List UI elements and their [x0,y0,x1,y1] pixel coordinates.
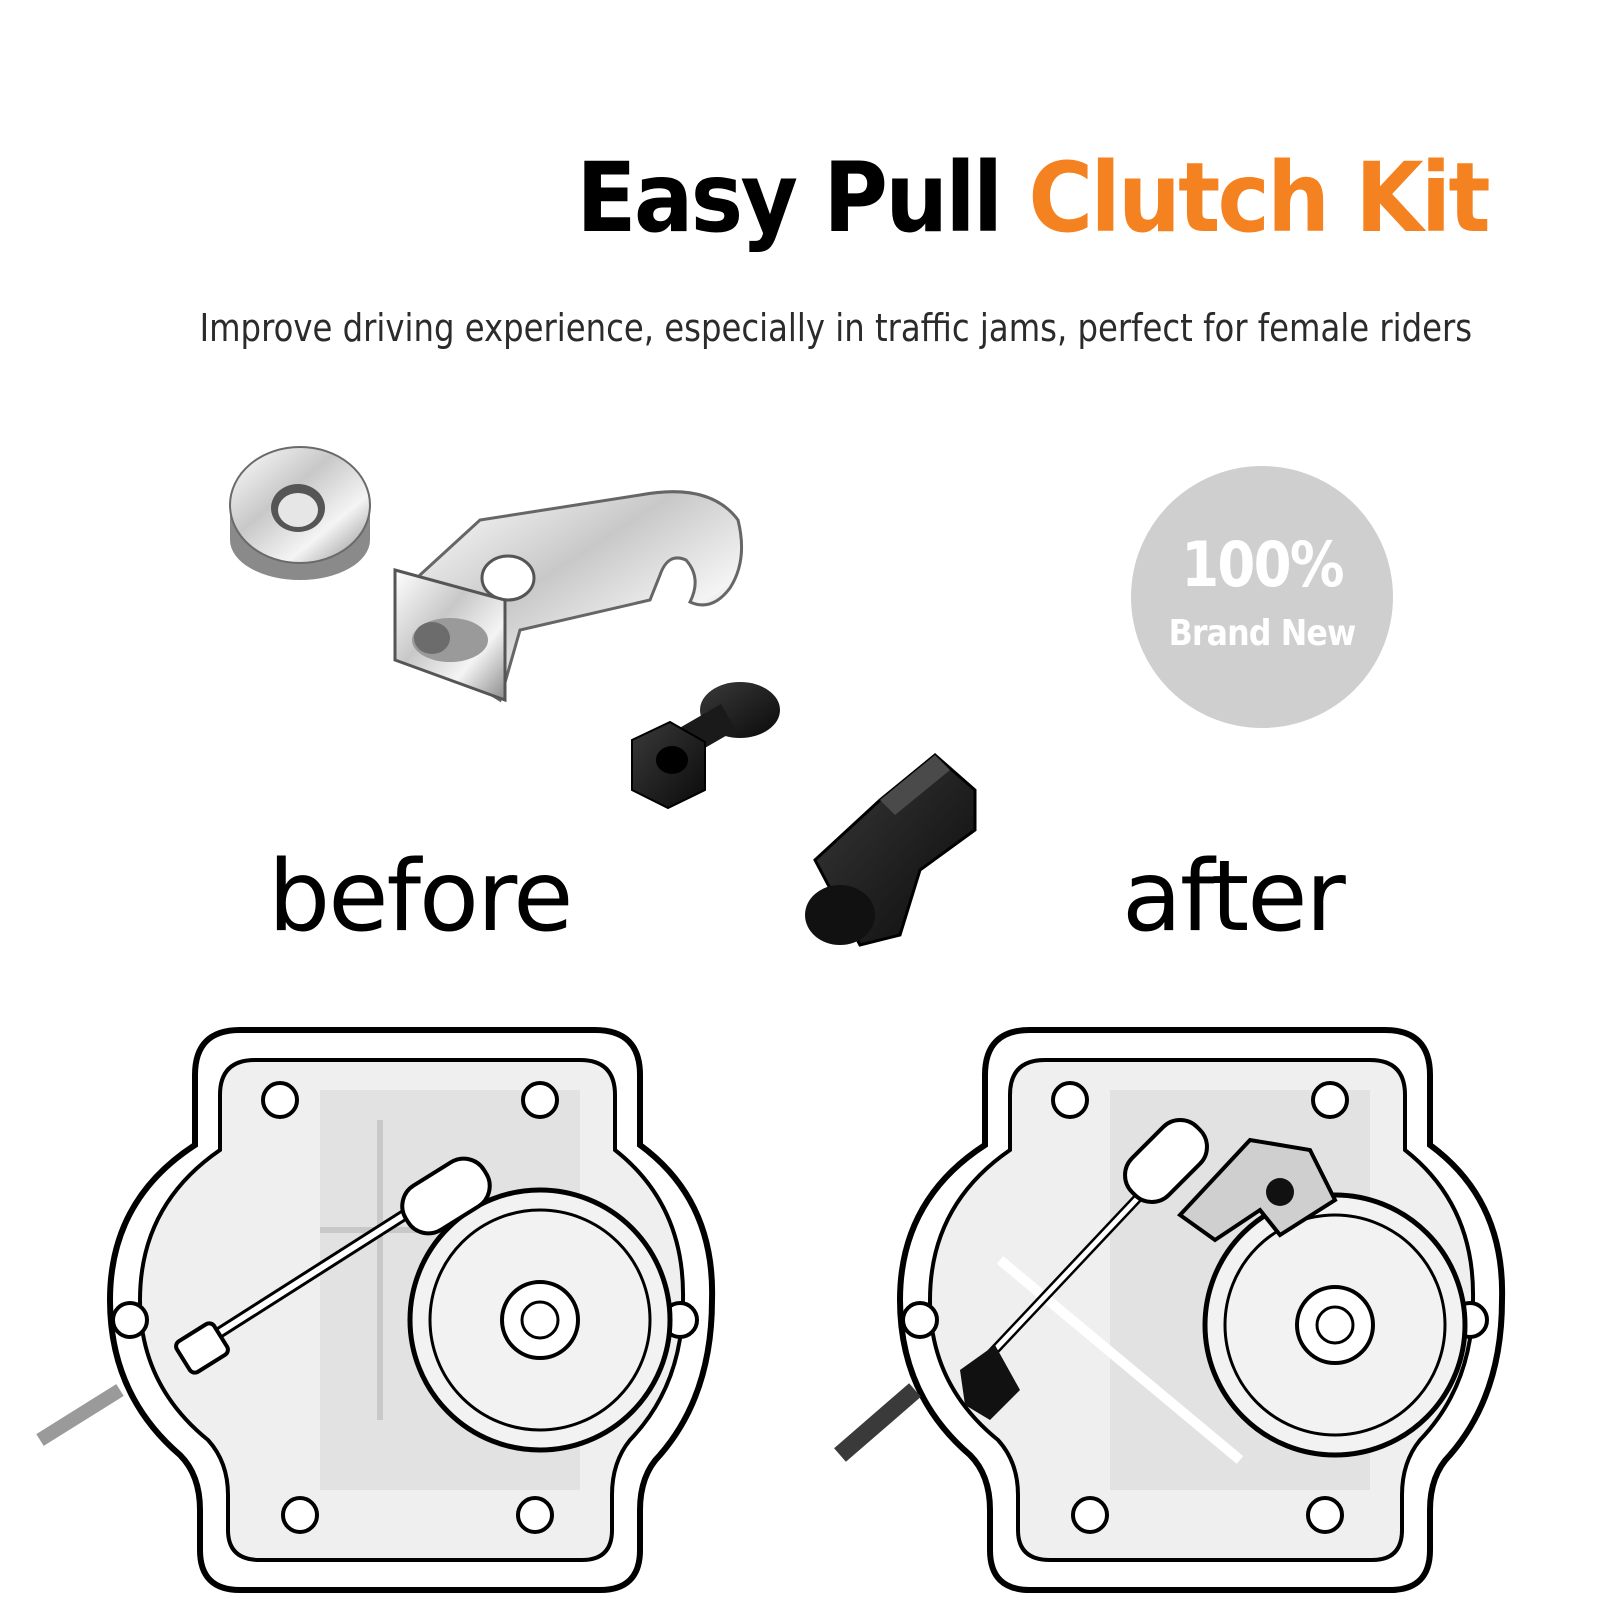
title-part-orange: Clutch Kit [1028,142,1491,254]
page-title: Easy Pull Clutch Kit [576,150,1490,246]
after-label: after [1122,840,1346,954]
clutch-bracket-part [393,490,744,703]
before-label: before [268,840,573,954]
page-subtitle: Improve driving experience, especially i… [199,306,1472,350]
black-adapter-part [805,753,977,947]
before-diagram [36,1027,716,1593]
title-part-black: Easy Pull [576,142,1003,254]
badge-percent: 100% [1181,528,1344,601]
spacer-ring-part [229,446,371,580]
badge-text: Brand New [1168,613,1357,654]
after-diagram [834,1027,1506,1593]
brand-new-badge: 100% Brand New [1131,466,1393,728]
screw-nut-part [631,682,780,810]
